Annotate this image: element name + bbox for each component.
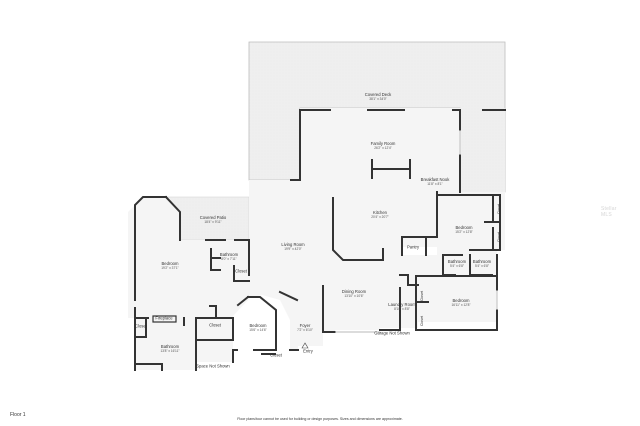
room-name: Living Room	[281, 241, 305, 247]
room-name: Fireplace	[155, 315, 173, 321]
room-garage-not-shown: Garage Not Shown	[374, 330, 410, 337]
room-closet-se1: Closet	[420, 290, 424, 302]
room-dims: 8'0" x 7'11"	[221, 256, 237, 261]
room-name: Closet	[209, 322, 221, 328]
room-name: Breakfast Nook	[420, 176, 450, 182]
walls	[134, 109, 506, 371]
room-space-not-shown: Space Not Shown	[196, 363, 230, 370]
room-closet-s: Closet	[209, 322, 221, 329]
watermark: Stellar MLS	[601, 206, 617, 218]
room-name: Bedroom	[161, 260, 179, 266]
room-name: Family Room	[370, 140, 396, 146]
room-name: Bathroom	[219, 251, 239, 257]
room-name: Closet	[270, 352, 282, 358]
entry-label: Entry	[303, 348, 313, 355]
room-pantry: Pantry	[406, 244, 420, 251]
room-dims: 15'6" x 14'6"	[249, 327, 267, 332]
room-name: Bathroom	[447, 258, 467, 264]
room-closet-ne2: Closet	[497, 231, 501, 243]
room-name: Dining Room	[341, 288, 367, 294]
room-closet-se2: Closet	[420, 315, 424, 327]
entry-text: Entry	[303, 348, 313, 354]
room-dims: 5'4" x 6'8"	[450, 263, 464, 268]
room-name: Closet	[135, 323, 147, 329]
floor-label: Floor 1	[10, 412, 26, 418]
room-name: Bathroom	[472, 258, 492, 264]
room-dims: 26'2" x 12'4"	[374, 145, 392, 150]
room-dims: 16'11" x 12'8"	[451, 302, 471, 307]
room-closet-w: Closet	[235, 268, 247, 275]
room-name: Laundry Room	[388, 301, 416, 307]
room-closet-s2: Closet	[270, 352, 282, 359]
room-name: Garage Not Shown	[374, 330, 410, 336]
room-closet-ne1: Closet	[497, 203, 501, 215]
room-name: Bedroom	[452, 297, 470, 303]
room-dims: 15'2" x 12'8"	[455, 229, 473, 234]
room-dims: 20'4" x 20'7"	[371, 214, 389, 219]
room-dims: 7'2" x 6'10"	[297, 327, 313, 332]
openings	[335, 130, 498, 333]
room-name: Pantry	[406, 244, 420, 250]
fireplace: Fireplace	[155, 315, 173, 322]
room-dims: 11'8" x 8'1"	[427, 181, 443, 186]
room-dims: 13'8" x 16'11"	[160, 348, 180, 353]
room-dims: 19'9" x 42'0"	[284, 246, 302, 251]
room-dims: 18'4" x 9'11"	[204, 219, 222, 224]
room-dims: 19'2" x 37'1"	[161, 265, 179, 270]
room-dims: 13'10" x 10'6"	[344, 293, 364, 298]
room-name: Space Not Shown	[196, 363, 230, 369]
room-name: Kitchen	[373, 209, 387, 215]
room-name: Bedroom	[249, 322, 267, 328]
room-closet-sw: Closet	[135, 323, 147, 330]
room-name: Closet	[235, 268, 247, 274]
entry-arrow-icon	[301, 342, 309, 349]
disclaimer: Floor plans/tour cannot be used for buil…	[237, 417, 403, 421]
room-dims: 5'4" x 6'8"	[475, 263, 489, 268]
room-name: Bedroom	[455, 224, 473, 230]
room-dims: 8'10" x 8'8"	[394, 306, 410, 311]
room-name: Bathroom	[160, 343, 180, 349]
room-name: Covered Patio	[199, 214, 227, 220]
room-name: Foyer	[299, 322, 311, 328]
room-name: Covered Deck	[364, 91, 392, 97]
room-dims: 38'1" x 34'0"	[369, 96, 387, 101]
